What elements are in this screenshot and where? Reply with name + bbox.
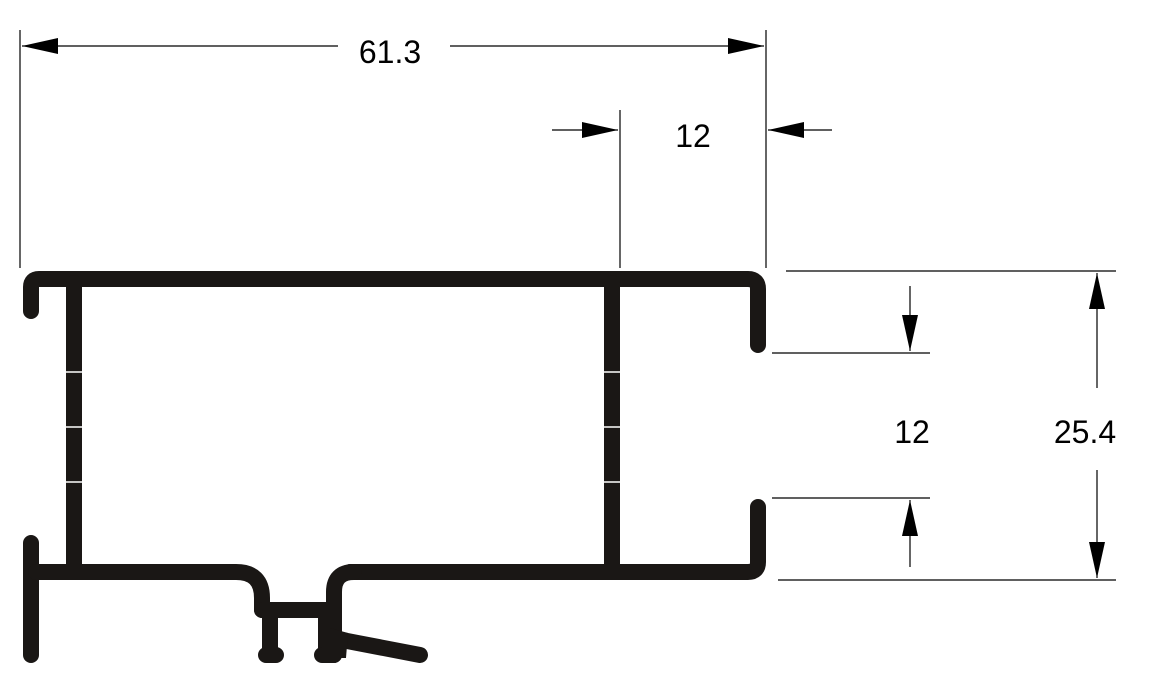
aluminium-profile	[23, 271, 766, 663]
arrow-left-icon	[768, 122, 804, 138]
profile-bottom-flange-right	[326, 564, 362, 663]
dimension-label-overall-height: 25.4	[1054, 414, 1116, 450]
arrow-left-icon	[22, 38, 58, 54]
arrow-down-icon	[1089, 542, 1105, 578]
profile-bottom-flange-left	[28, 564, 270, 618]
profile-right-lower-return	[342, 499, 766, 580]
dimension-overall-height: 25.4	[778, 270, 1116, 581]
profile-seal-fin-base	[330, 628, 348, 658]
arrow-down-icon	[902, 315, 918, 351]
dimension-opening-height: 12	[772, 286, 930, 567]
dimension-top-right-width: 12	[552, 110, 832, 268]
dimension-label-overall-width: 61.3	[359, 34, 421, 70]
arrow-right-icon	[582, 122, 618, 138]
arrow-up-icon	[902, 500, 918, 536]
profile-top-flange	[23, 271, 766, 353]
profile-seal-fin	[334, 632, 428, 663]
dimension-label-opening-height: 12	[894, 414, 930, 450]
arrow-up-icon	[1089, 273, 1105, 309]
dimension-overall-width: 61.3	[19, 30, 767, 268]
arrow-right-icon	[728, 38, 764, 54]
dimension-label-top-right-width: 12	[675, 118, 711, 154]
